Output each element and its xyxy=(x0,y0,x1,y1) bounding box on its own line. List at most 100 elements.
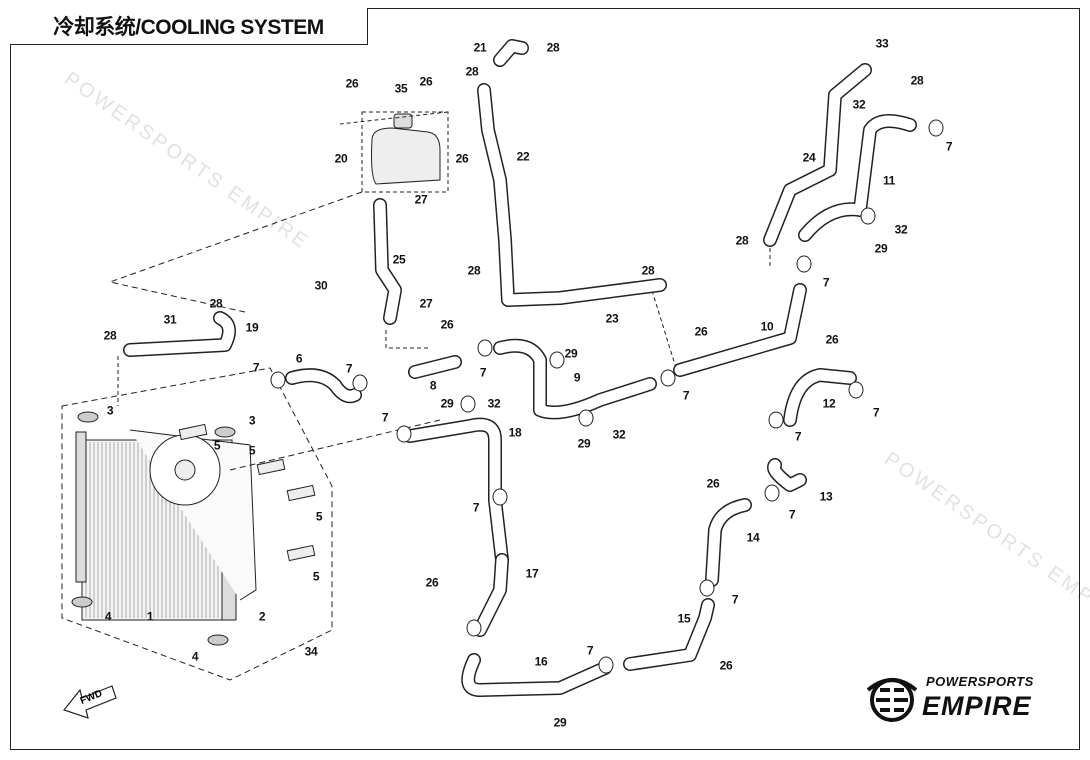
hose-9-fill xyxy=(494,340,656,418)
tank-outline-box xyxy=(361,111,449,193)
part-number-callout: 20 xyxy=(334,151,348,166)
part-number-callout: 13 xyxy=(819,489,833,504)
part-number-callout: 22 xyxy=(516,149,530,164)
bushing xyxy=(77,411,99,423)
part-number-callout: 29 xyxy=(440,396,454,411)
part-number-callout: 28 xyxy=(465,64,479,79)
part-number-callout: 30 xyxy=(314,278,328,293)
part-number-callout: 32 xyxy=(487,396,501,411)
part-number-callout: 26 xyxy=(719,658,733,673)
part-number-callout: 4 xyxy=(104,609,112,624)
part-number-callout: 2 xyxy=(258,609,266,624)
part-number-callout: 18 xyxy=(508,425,522,440)
hose-18 xyxy=(403,417,509,567)
part-number-callout: 7 xyxy=(822,275,830,290)
part-number-callout: 26 xyxy=(419,74,433,89)
part-number-callout: 3 xyxy=(248,413,256,428)
part-number-callout: 5 xyxy=(312,569,320,584)
hose-8-fill xyxy=(409,356,461,378)
leader-line xyxy=(108,191,363,313)
hose-24-fill xyxy=(764,64,871,246)
part-number-callout: 7 xyxy=(872,405,880,420)
bracket xyxy=(286,544,316,562)
radiator-assembly-outline xyxy=(61,367,333,681)
part-number-callout: 24 xyxy=(802,150,816,165)
part-number-callout: 28 xyxy=(209,296,223,311)
hose-22-fill xyxy=(478,84,666,306)
hose-6-fill xyxy=(286,369,361,402)
part-number-callout: 25 xyxy=(392,252,406,267)
part-number-callout: 7 xyxy=(472,500,480,515)
part-number-callout: 8 xyxy=(429,378,437,393)
bushing xyxy=(207,634,229,646)
part-number-callout: 3 xyxy=(106,403,114,418)
hose-13-fill xyxy=(768,459,806,491)
hose-clamp xyxy=(598,656,614,674)
hose-15-fill xyxy=(624,599,714,670)
brand-logo: POWERSPORTS EMPIRE xyxy=(862,672,1062,724)
hose-16-fill xyxy=(462,654,611,696)
page-title: 冷却系统/COOLING SYSTEM xyxy=(53,16,324,39)
part-number-callout: 23 xyxy=(605,311,619,326)
hose-clamp xyxy=(492,488,508,506)
hose-10-fill xyxy=(674,284,806,376)
part-number-callout: 7 xyxy=(252,360,260,375)
part-number-callout: 16 xyxy=(534,654,548,669)
part-number-callout: 10 xyxy=(760,319,774,334)
part-number-callout: 7 xyxy=(794,429,802,444)
hose-12-fill xyxy=(784,369,856,426)
part-number-callout: 26 xyxy=(706,476,720,491)
part-number-callout: 7 xyxy=(682,388,690,403)
part-number-callout: 7 xyxy=(381,410,389,425)
hose-clamp xyxy=(764,484,780,502)
part-number-callout: 26 xyxy=(455,151,469,166)
hose-clamp xyxy=(466,619,482,637)
part-number-callout: 7 xyxy=(345,361,353,376)
part-number-callout: 11 xyxy=(882,173,896,188)
hose-clamp xyxy=(699,579,715,597)
bushing xyxy=(71,596,93,608)
part-number-callout: 28 xyxy=(467,263,481,278)
hose-clamp xyxy=(796,255,812,273)
part-number-callout: 26 xyxy=(825,332,839,347)
part-number-callout: 32 xyxy=(894,222,908,237)
part-number-callout: 28 xyxy=(910,73,924,88)
hose-25-fill xyxy=(374,199,401,324)
part-number-callout: 32 xyxy=(852,97,866,112)
hose-clamp xyxy=(460,395,476,413)
part-number-callout: 5 xyxy=(248,443,256,458)
hose-17-fill xyxy=(474,554,508,636)
part-number-callout: 29 xyxy=(577,436,591,451)
part-number-callout: 27 xyxy=(414,192,428,207)
hose-clamp xyxy=(396,425,412,443)
part-number-callout: 28 xyxy=(103,328,117,343)
logo-line2: EMPIRE xyxy=(922,691,1032,721)
part-number-callout: 34 xyxy=(304,644,318,659)
hose-clamp xyxy=(848,381,864,399)
part-number-callout: 9 xyxy=(573,370,581,385)
part-number-callout: 28 xyxy=(546,40,560,55)
hose-clamp xyxy=(477,339,493,357)
bushing xyxy=(214,426,236,438)
leader-line xyxy=(385,330,430,349)
hose-clamp xyxy=(549,351,565,369)
part-number-callout: 31 xyxy=(163,312,177,327)
hose-clamp xyxy=(352,374,368,392)
part-number-callout: 29 xyxy=(553,715,567,730)
part-number-callout: 7 xyxy=(586,643,594,658)
part-number-callout: 5 xyxy=(315,509,323,524)
hose-18-fill xyxy=(404,419,508,566)
part-number-callout: 29 xyxy=(874,241,888,256)
hose-clamp xyxy=(768,411,784,429)
part-number-callout: 6 xyxy=(295,351,303,366)
fwd-arrow: FWD xyxy=(60,680,120,720)
expansion-tank xyxy=(371,127,441,185)
hose-clamp xyxy=(660,369,676,387)
hose-19-fill xyxy=(124,312,235,356)
part-number-callout: 19 xyxy=(245,320,259,335)
part-number-callout: 35 xyxy=(394,81,408,96)
part-number-callout: 26 xyxy=(440,317,454,332)
part-number-callout: 21 xyxy=(473,40,487,55)
